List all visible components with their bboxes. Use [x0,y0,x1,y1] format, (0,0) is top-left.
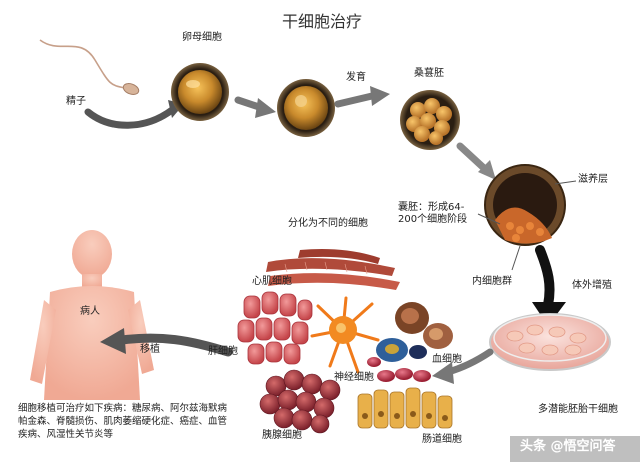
label-nerve: 神经细胞 [334,372,374,383]
blastocyst-cell [477,164,577,271]
label-differentiate: 分化为不同的细胞 [288,218,368,229]
petri-dish [489,313,611,371]
label-patient: 病人 [80,306,100,317]
pancreas-cells-illustration [259,369,341,434]
label-culture: 体外增殖 [572,280,612,291]
oocyte-cell [171,63,229,121]
nerve-cell-illustration [310,296,380,374]
label-oocyte: 卵母细胞 [182,32,222,43]
label-pluripotent: 多潜能胚胎干细胞 [538,404,618,415]
label-blastocyst: 囊胚：形成64-200个细胞阶段 [398,202,468,225]
label-intestine: 肠道细胞 [422,434,462,445]
blood-cells-illustration [367,302,453,382]
patient-body-silhouette [30,230,154,400]
label-blood: 血细胞 [432,354,462,365]
arrow-fertilize [84,106,176,129]
label-pancreas: 胰腺细胞 [262,430,302,441]
label-liver: 肝细胞 [208,346,238,357]
diagram-title: 干细胞治疗 [282,12,363,31]
label-inner-cell-mass: 内细胞群 [472,276,512,287]
arrow-to-blastocyst [456,142,490,174]
sperm-illustration [39,39,140,95]
arrow-culture [535,245,555,310]
zygote-cell [277,79,335,137]
watermark: 头条 @悟空问答 [520,439,616,454]
cardiac-muscle-illustration [266,249,400,290]
label-transplant: 移植 [140,344,160,355]
watermark-backdrop [510,436,640,462]
label-trophoblast: 滋养层 [578,174,608,185]
label-sperm: 精子 [66,96,86,107]
treatable-diseases-note: 细胞移植可治疗如下疾病：糖尿病、阿尔兹海默病帕金森、脊髓损伤、肌肉萎缩硬化症、癌… [18,403,228,440]
arrow-transplant [117,333,233,357]
intestine-cells-illustration [357,387,453,429]
arrow-develop [334,92,376,108]
morula-cell [400,90,460,150]
label-cardiac: 心肌细胞 [252,276,292,287]
label-morula: 桑葚胚 [414,68,444,79]
liver-cells-illustration [237,291,313,365]
label-develop: 发育 [346,72,366,83]
